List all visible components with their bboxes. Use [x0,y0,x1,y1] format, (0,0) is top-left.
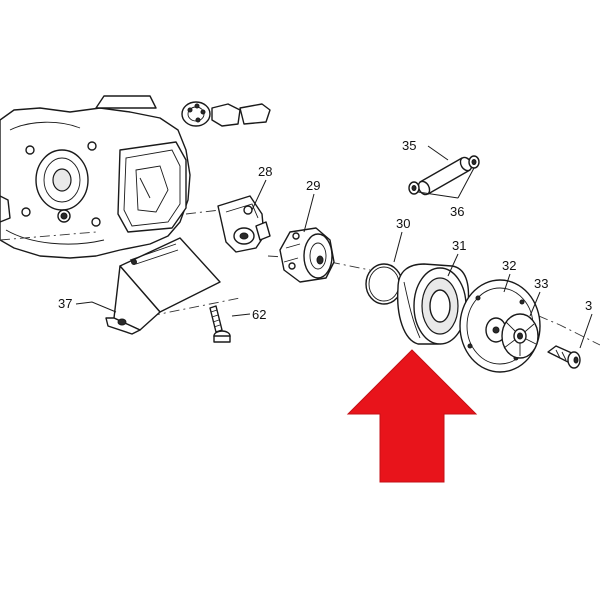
label-31: 31 [452,238,466,253]
label-29: 29 [306,178,320,193]
label-37: 37 [58,296,72,311]
leader-34 [579,313,593,349]
leader-37 [75,301,117,313]
label-35: 35 [402,138,416,153]
label-34: 3 [585,298,592,313]
part-28-bracket[interactable] [217,195,271,253]
label-32: 32 [502,258,516,273]
leader-29 [303,193,315,233]
leader-36 [417,167,475,199]
part-29-bearing-housing[interactable] [279,227,335,283]
label-28: 28 [258,164,272,179]
leader-30 [393,231,403,263]
part-37-mounting-foot[interactable] [105,237,221,335]
leader-35 [427,145,449,161]
part-35-pin[interactable] [416,155,474,196]
part-30-o-ring[interactable] [365,263,403,305]
label-62: 62 [252,307,266,322]
leader-31 [447,253,459,277]
part-62-bolt[interactable] [209,305,231,343]
engine-housing [0,95,271,259]
leader-33 [529,291,541,317]
part-34-screw[interactable] [547,345,581,369]
leader-32 [503,273,511,293]
leader-62 [231,313,251,317]
part-31-seal-cup[interactable] [396,263,470,345]
part-33-impeller[interactable] [501,313,539,359]
part-36-washers[interactable] [408,155,480,195]
bracket-axis [149,297,241,317]
center-axis [0,209,600,346]
label-36: 36 [450,204,464,219]
up-arrow-icon [346,349,478,483]
label-33: 33 [534,276,548,291]
label-30: 30 [396,216,410,231]
part-32-cover-plate[interactable] [459,279,541,373]
leader-28 [251,179,267,211]
